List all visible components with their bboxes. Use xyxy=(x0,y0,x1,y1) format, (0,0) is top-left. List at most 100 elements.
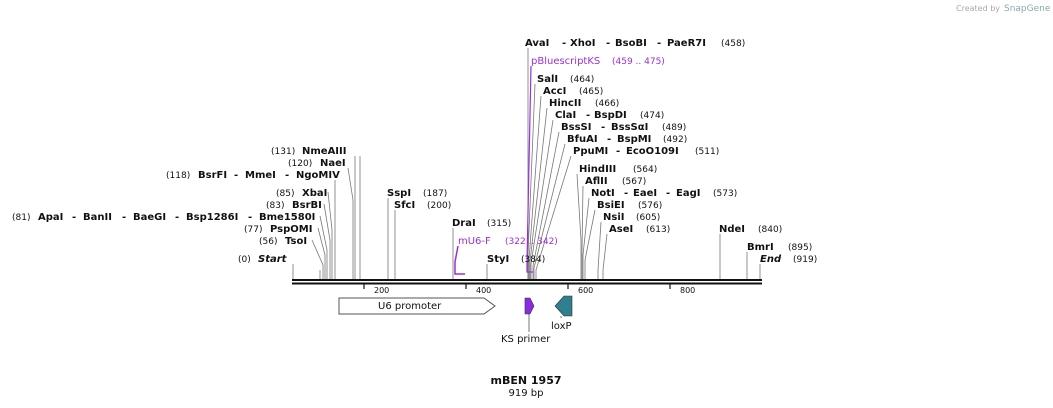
tick-label-400: 400 xyxy=(476,286,491,295)
feature-u6-promoter: U6 promoter xyxy=(338,297,496,315)
site-name: SfcI xyxy=(394,200,415,211)
site-position: (118) xyxy=(166,171,190,181)
feature-label: KS primer xyxy=(501,334,551,345)
site-pspomi: (77) PspOMI xyxy=(244,224,312,235)
site-ndei: NdeI (840) xyxy=(719,224,782,235)
site-position: (511) xyxy=(695,147,719,157)
site-name: TsoI xyxy=(285,236,307,247)
site-name: NotI xyxy=(591,188,615,199)
feature-loxp: loxP xyxy=(551,295,573,332)
site-position: (85) xyxy=(276,189,294,199)
site-tsoi: (56) TsoI xyxy=(259,236,307,247)
site-position: (573) xyxy=(713,189,737,199)
site-position: (120) xyxy=(288,159,312,169)
feature-label: U6 promoter xyxy=(378,301,442,312)
svg-text:-: - xyxy=(624,188,628,199)
site-name: NmeAIII xyxy=(302,146,346,157)
site-name: NdeI xyxy=(719,224,745,235)
start-label: Start xyxy=(258,254,288,265)
site-name: BspMI xyxy=(617,134,651,145)
map-title: mBEN 1957 xyxy=(490,374,561,387)
primer-name: mU6-F xyxy=(458,236,491,247)
site-hincii: HincII (466) xyxy=(549,98,619,109)
svg-text:-: - xyxy=(122,212,126,223)
site-position: (77) xyxy=(244,225,262,235)
site-name: SspI xyxy=(387,188,411,199)
site-nsii: NsiI (605) xyxy=(603,212,660,223)
site-name: BanII xyxy=(83,212,112,223)
site-position: (187) xyxy=(423,189,447,199)
site-sali: SalI (464) xyxy=(537,74,594,85)
credit-brand: SnapGene xyxy=(1004,4,1051,14)
site-aflii: AflII (567) xyxy=(585,176,646,187)
site-xbai: (85) XbaI xyxy=(276,188,327,199)
site-name: HincII xyxy=(549,98,581,109)
site-name: PspOMI xyxy=(270,224,312,235)
svg-text:-: - xyxy=(586,110,590,121)
site-name: AflII xyxy=(585,176,608,187)
svg-text:-: - xyxy=(601,122,605,133)
site-name: EcoO109I xyxy=(626,146,679,157)
site-sfci: SfcI (200) xyxy=(394,200,451,211)
site-name: ClaI xyxy=(555,110,576,121)
site-name: AseI xyxy=(609,224,633,235)
site-name: BsrBI xyxy=(292,200,322,211)
site-name: HindIII xyxy=(579,164,616,175)
site-position: (465) xyxy=(579,87,603,97)
site-name: BsiEI xyxy=(597,200,625,211)
tick-label-200: 200 xyxy=(374,286,389,295)
site-position: (840) xyxy=(758,225,782,235)
site-ppumi-group: PpuMI - EcoO109I (511) xyxy=(573,146,719,157)
site-naei: (120) NaeI xyxy=(288,158,346,169)
site-name: BsrFI xyxy=(198,170,227,181)
svg-text:-: - xyxy=(285,170,289,181)
site-acci: AccI (465) xyxy=(543,86,603,97)
site-bmri: BmrI (895) xyxy=(747,242,812,253)
site-name: BssSαI xyxy=(611,122,648,133)
site-name: PpuMI xyxy=(573,146,608,157)
sequence-backbone xyxy=(292,279,762,289)
svg-text:-: - xyxy=(606,38,610,49)
end-position: (919) xyxy=(793,255,817,265)
primer-position: (459 .. 475) xyxy=(612,57,665,67)
site-name: BsoBI xyxy=(615,38,647,49)
site-name: SalI xyxy=(537,74,558,85)
site-name: StyI xyxy=(487,254,509,265)
site-name: PaeR7I xyxy=(667,38,706,49)
site-position: (895) xyxy=(788,243,812,253)
site-position: (564) xyxy=(633,165,657,175)
site-nmeaiii: (131) NmeAIII xyxy=(271,146,346,157)
primer-pbluescriptks: pBluescriptKS (459 .. 475) xyxy=(531,56,665,67)
site-position: (492) xyxy=(663,135,687,145)
site-name: Bsp1286I xyxy=(186,212,238,223)
credit-prefix: Created by xyxy=(956,4,1000,13)
primer-mu6-f: mU6-F (322 .. 342) xyxy=(458,236,558,247)
site-name: BfuAI xyxy=(567,134,598,145)
svg-text:-: - xyxy=(562,38,566,49)
site-name: ApaI xyxy=(38,212,63,223)
svg-text:-: - xyxy=(248,212,252,223)
site-position: (81) xyxy=(12,213,30,223)
site-styi: StyI (384) xyxy=(487,254,545,265)
svg-text:-: - xyxy=(657,38,661,49)
site-position: (131) xyxy=(271,147,295,157)
site-position: (384) xyxy=(521,255,545,265)
site-bsrfi-group: (118) BsrFI - MmeI - NgoMIV xyxy=(166,170,340,181)
site-name: BaeGI xyxy=(133,212,166,223)
svg-text:-: - xyxy=(175,212,179,223)
site-sspi: SspI (187) xyxy=(387,188,447,199)
site-noti-group: NotI - EaeI - EagI (573) xyxy=(591,188,737,199)
site-position: (474) xyxy=(640,111,664,121)
site-bsssi-group: BssSI - BssSαI (489) xyxy=(561,122,686,133)
site-position: (83) xyxy=(266,201,284,211)
primer-name: pBluescriptKS xyxy=(531,56,600,67)
tick-label-600: 600 xyxy=(578,286,593,295)
end-label: End xyxy=(760,254,782,265)
primer-position: (322 .. 342) xyxy=(505,237,558,247)
site-bfuai-group: BfuAI - BspMI (492) xyxy=(567,134,687,145)
site-connectors xyxy=(292,48,761,280)
start-position: (0) xyxy=(238,255,251,265)
site-name: EaeI xyxy=(633,188,657,199)
site-position: (200) xyxy=(427,201,451,211)
